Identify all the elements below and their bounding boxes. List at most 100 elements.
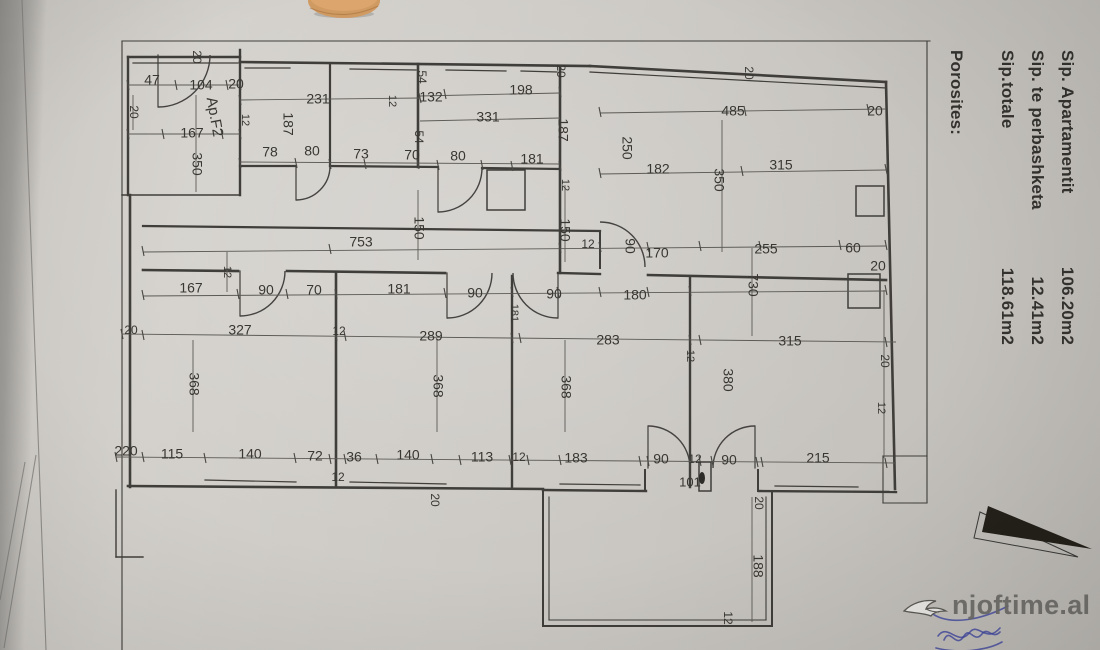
wall-segment <box>520 70 558 73</box>
fingertip-highlight <box>310 0 378 11</box>
dimension-tick <box>518 332 522 344</box>
wall-segment <box>445 69 507 72</box>
dimension-tick <box>238 128 242 140</box>
dimension-line <box>121 333 897 343</box>
dimension-label: 80 <box>304 143 320 159</box>
dimension-label: 70 <box>404 147 420 163</box>
wall-segment <box>774 485 859 488</box>
dimension-label: Ap.F2 <box>203 96 227 138</box>
door-arc <box>647 425 691 469</box>
dimension-label: 12 <box>688 452 702 466</box>
dimension-label: 255 <box>754 241 778 257</box>
wall-segment <box>141 268 240 273</box>
dimension-tick <box>598 241 602 253</box>
dimension-tick <box>598 286 602 298</box>
dimension-tick <box>740 165 744 177</box>
dimension-label: 78 <box>262 144 278 160</box>
dimension-tick <box>114 451 118 463</box>
wall-segment <box>285 269 447 275</box>
dimension-label: 12 <box>721 611 735 625</box>
dimension-tick <box>120 328 124 340</box>
dimension-tick <box>558 454 562 466</box>
door-arc <box>295 165 331 201</box>
area-label: Sip. te perbashketa <box>1028 50 1047 210</box>
wall-segment <box>588 64 888 84</box>
dimension-tick <box>416 158 420 170</box>
dimension-label: 368 <box>558 375 574 399</box>
signature-stroke <box>935 641 1003 650</box>
dimension-label: 12 <box>221 266 233 278</box>
dimension-label: 54 <box>415 70 429 84</box>
dimension-label: 20 <box>752 496 766 510</box>
door-arc <box>437 167 483 213</box>
wall-segment <box>646 273 888 282</box>
wall-segment <box>349 481 447 485</box>
signature-stroke <box>943 630 1001 642</box>
dimension-label: 12 <box>512 450 526 464</box>
dimension-label: 90 <box>653 451 669 467</box>
dimension-label: 12 <box>239 114 251 126</box>
dimension-label: 181 <box>387 281 411 297</box>
dimension-label: 315 <box>769 157 793 173</box>
door-arc <box>512 272 559 319</box>
dimension-label: 132 <box>419 89 443 105</box>
dimension-label: 180 <box>623 287 647 303</box>
dimension-tick <box>328 158 332 170</box>
dimension-label: 73 <box>353 146 369 162</box>
dimension-tick <box>646 241 650 253</box>
dimension-label: 54 <box>412 130 426 144</box>
dimension-label: 181 <box>520 151 544 167</box>
wall-segment <box>141 224 602 233</box>
dimension-label: 90 <box>467 285 483 301</box>
signature-stroke <box>929 605 1009 622</box>
dimension-label: 170 <box>645 245 669 261</box>
dimension-tick <box>238 79 242 91</box>
dimension-tick <box>710 455 714 467</box>
dimension-tick <box>598 167 602 179</box>
dimension-tick <box>334 288 338 300</box>
dimension-label: 80 <box>450 148 466 164</box>
dimension-label: 289 <box>419 328 443 344</box>
dimension-label: 167 <box>180 125 204 141</box>
shaft-rect <box>698 461 712 492</box>
wall-segment <box>589 71 887 89</box>
dimension-label: 231 <box>306 91 330 107</box>
dimension-label: 20 <box>228 76 244 92</box>
fingertip-edge <box>309 5 379 16</box>
dimension-label: 150 <box>557 218 573 242</box>
north-arrow <box>982 506 1092 549</box>
dimension-tick <box>755 456 759 468</box>
dimension-label: 150 <box>411 216 427 240</box>
dimension-label: 20 <box>190 50 204 64</box>
dimension-label: 181 <box>508 304 520 322</box>
dimension-line <box>239 97 421 101</box>
dimension-tick <box>363 158 367 170</box>
dimension-tick <box>558 160 562 172</box>
dimension-label: 36 <box>346 449 362 465</box>
dimension-label: 20 <box>867 103 883 119</box>
dimension-label: 140 <box>396 447 420 463</box>
dimension-label: 220 <box>114 443 138 459</box>
dimension-label: 20 <box>124 323 138 337</box>
dimension-tick <box>646 455 650 467</box>
dimension-label: 20 <box>870 258 886 274</box>
dimension-line <box>419 117 561 122</box>
door-arc <box>599 221 646 268</box>
dimension-tick <box>236 288 240 300</box>
door-arc <box>446 272 493 319</box>
dimension-label: 20 <box>554 64 568 78</box>
dimension-tick <box>141 245 145 257</box>
dimension-label: 485 <box>721 103 745 119</box>
paper-edge-line <box>21 0 47 650</box>
dimension-label: 380 <box>720 368 736 392</box>
dimension-label: 327 <box>228 322 252 338</box>
dimension-tick <box>884 457 888 469</box>
dimension-tick <box>443 88 447 100</box>
dimension-label: 60 <box>845 240 861 256</box>
dimension-label: 350 <box>711 168 727 192</box>
dimension-label: 350 <box>189 152 205 176</box>
dimension-tick <box>174 79 178 91</box>
dimension-line <box>599 169 887 175</box>
dimension-label: 250 <box>619 136 635 160</box>
dimension-tick <box>480 159 484 171</box>
